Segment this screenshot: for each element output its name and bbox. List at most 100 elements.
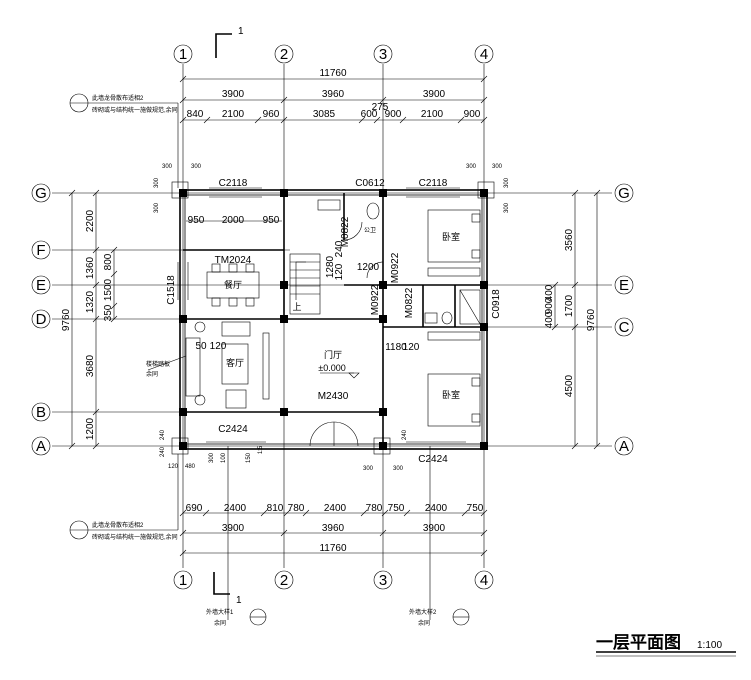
dining-table: 餐厅 — [206, 263, 260, 307]
window-label-c2118-left: C2118 — [219, 178, 248, 189]
note-top-left-line2: 砖砌或与结构统一施做规范,余同 — [92, 106, 178, 114]
dim-corner-tl-d: 300 — [154, 202, 160, 213]
grid-label-bottom-3: 3 — [379, 572, 387, 589]
dim-right-s1: 3560 — [564, 228, 575, 251]
dim-top-d3: 960 — [263, 109, 280, 120]
door-label-m0922-top: M0922 — [390, 252, 401, 283]
room-label-living: 客厅 — [226, 357, 244, 368]
bedroom-bottom: 卧室 — [427, 331, 481, 427]
dim-bay-top-3: 3900 — [423, 89, 446, 100]
dim-top-d6: 900 — [385, 109, 402, 120]
dim-room-950-a: 950 — [188, 215, 205, 226]
dim-bottom-d9: 750 — [467, 503, 484, 514]
structural-columns — [179, 189, 488, 450]
dim-right-s3: 4500 — [564, 374, 575, 397]
dim-corner-bm-b: 300 — [393, 466, 404, 472]
section-mark-top-label: 1 — [238, 26, 244, 37]
grid-bubbles-left: G F E D B A — [31, 183, 51, 456]
left-dimensions: 9760 2200 1360 1320 3680 1200 800 1500 3… — [61, 189, 118, 450]
door-label-m2430: M2430 — [318, 391, 349, 402]
dim-bottom-d8: 2400 — [425, 503, 448, 514]
dim-bottom-d7: 750 — [388, 503, 405, 514]
dim-corner-bl-a: 120 — [168, 464, 179, 470]
grid-label-bottom-2: 2 — [280, 572, 288, 589]
note-stair-tread: 楼梯踏板 余同 — [146, 355, 187, 378]
grid-label-top-4: 4 — [480, 46, 488, 63]
dim-room-240: 240 — [334, 240, 345, 257]
window-label-c2424-left: C2424 — [218, 424, 248, 435]
dim-corner-tr-b: 300 — [492, 164, 503, 170]
top-dimensions: 11760 3900 3960 3900 275 840 2100 960 30… — [179, 68, 488, 124]
window-label-c1518: C1518 — [166, 275, 177, 305]
dim-right-d3: 400 — [544, 311, 555, 328]
door-label-m0922-mid: M0922 — [370, 284, 381, 315]
dim-left-s1: 2200 — [85, 209, 96, 232]
wc: 公卫 — [317, 199, 481, 325]
dim-top-d5: 600 — [361, 109, 378, 120]
note-bottom-left: 此墙龙骨散布适相2 砖砌或与结构统一施做规范,余同 — [69, 454, 179, 541]
right-dimensions: 400 900 400 3560 1700 4500 9760 — [544, 189, 601, 450]
grid-label-right-c: C — [619, 319, 630, 336]
dim-corner-tl-c: 300 — [154, 177, 160, 188]
drawing-scale: 1:100 — [697, 640, 722, 651]
grid-label-left-g: G — [35, 185, 47, 202]
grid-label-right-e: E — [619, 277, 629, 294]
room-label-foyer: 门厅 — [324, 349, 342, 360]
living-furniture: 客厅 — [185, 321, 270, 409]
dim-corner-tl-a: 300 — [162, 164, 173, 170]
dim-left-total: 9760 — [61, 308, 72, 331]
stair: 上 — [289, 253, 321, 315]
drawing-title-block: 一层平面图 1:100 — [596, 633, 736, 657]
grid-label-top-2: 2 — [280, 46, 288, 63]
room-label-wc: 公卫 — [364, 227, 376, 234]
dim-left-d2: 1500 — [103, 278, 114, 301]
dim-top-d4: 3085 — [313, 109, 336, 120]
drawing-title: 一层平面图 — [596, 633, 681, 652]
foyer: 门厅 ±0.000 — [318, 349, 360, 379]
dim-top-d2: 2100 — [222, 109, 245, 120]
dim-corner-tr-c: 300 — [504, 177, 510, 188]
note-bottom-left-line2: 砖砌或与结构统一施做规范,余同 — [92, 533, 178, 541]
dim-right-total: 9760 — [586, 308, 597, 331]
room-label-bedroom-bottom: 卧室 — [442, 389, 460, 400]
dim-bay-bottom-2: 3960 — [322, 523, 345, 534]
grid-label-top-3: 3 — [379, 46, 387, 63]
door-label-m0822-top: M0822 — [340, 216, 351, 247]
dim-corner-tl-b: 300 — [191, 164, 202, 170]
dim-door-300: 300 — [209, 452, 215, 463]
section-mark-top: 1 — [215, 26, 244, 58]
room-label-bedroom-top: 卧室 — [442, 231, 460, 242]
grid-label-bottom-1: 1 — [179, 572, 187, 589]
bedroom-top: 卧室 — [427, 209, 481, 277]
dim-left-s5: 1200 — [85, 417, 96, 440]
note-stair-line2: 余同 — [146, 370, 158, 378]
dim-door-100: 100 — [221, 452, 227, 463]
grid-bubbles-top: 1 2 3 4 — [173, 44, 494, 64]
detail-ref-2-line2: 余同 — [418, 619, 430, 627]
dim-left-s2: 1360 — [85, 256, 96, 279]
grid-label-bottom-4: 4 — [480, 572, 488, 589]
grid-label-left-d: D — [36, 311, 47, 328]
dim-corner-tr-d: 300 — [504, 202, 510, 213]
grid-bubbles-right: G E C A — [614, 183, 634, 456]
dim-bottom-d1: 690 — [186, 503, 203, 514]
dim-room-2000: 2000 — [222, 215, 245, 226]
corner-pilasters: 300 300 300 300 300 300 300 300 120 480 … — [154, 164, 510, 472]
detail-ref-1-line1: 外墙大样1 — [206, 608, 234, 616]
dim-room-1180: 1180 — [385, 342, 407, 353]
window-label-c2118-right: C2118 — [419, 178, 448, 189]
dim-right-d2: 900 — [544, 297, 555, 314]
dim-bay-top-1: 3900 — [222, 89, 245, 100]
window-label-c0612: C0612 — [355, 178, 385, 189]
note-stair-line1: 楼梯踏板 — [146, 360, 170, 368]
dim-bottom-d2: 2400 — [224, 503, 247, 514]
grid-label-left-e: E — [36, 277, 46, 294]
detail-ref-1: 外墙大样1 余同 — [206, 446, 267, 627]
window-label-c2424-right: C2424 — [418, 454, 448, 465]
window-label-c0918: C0918 — [491, 289, 502, 319]
dim-room-120-a: 120 — [334, 263, 345, 280]
stair-up-label: 上 — [292, 302, 301, 312]
bottom-dimensions: 690 2400 810 780 2400 780 750 2400 750 3… — [179, 503, 488, 557]
dim-room-120-c: 120 — [210, 341, 227, 352]
dim-room-120-b: 120 — [403, 342, 420, 353]
